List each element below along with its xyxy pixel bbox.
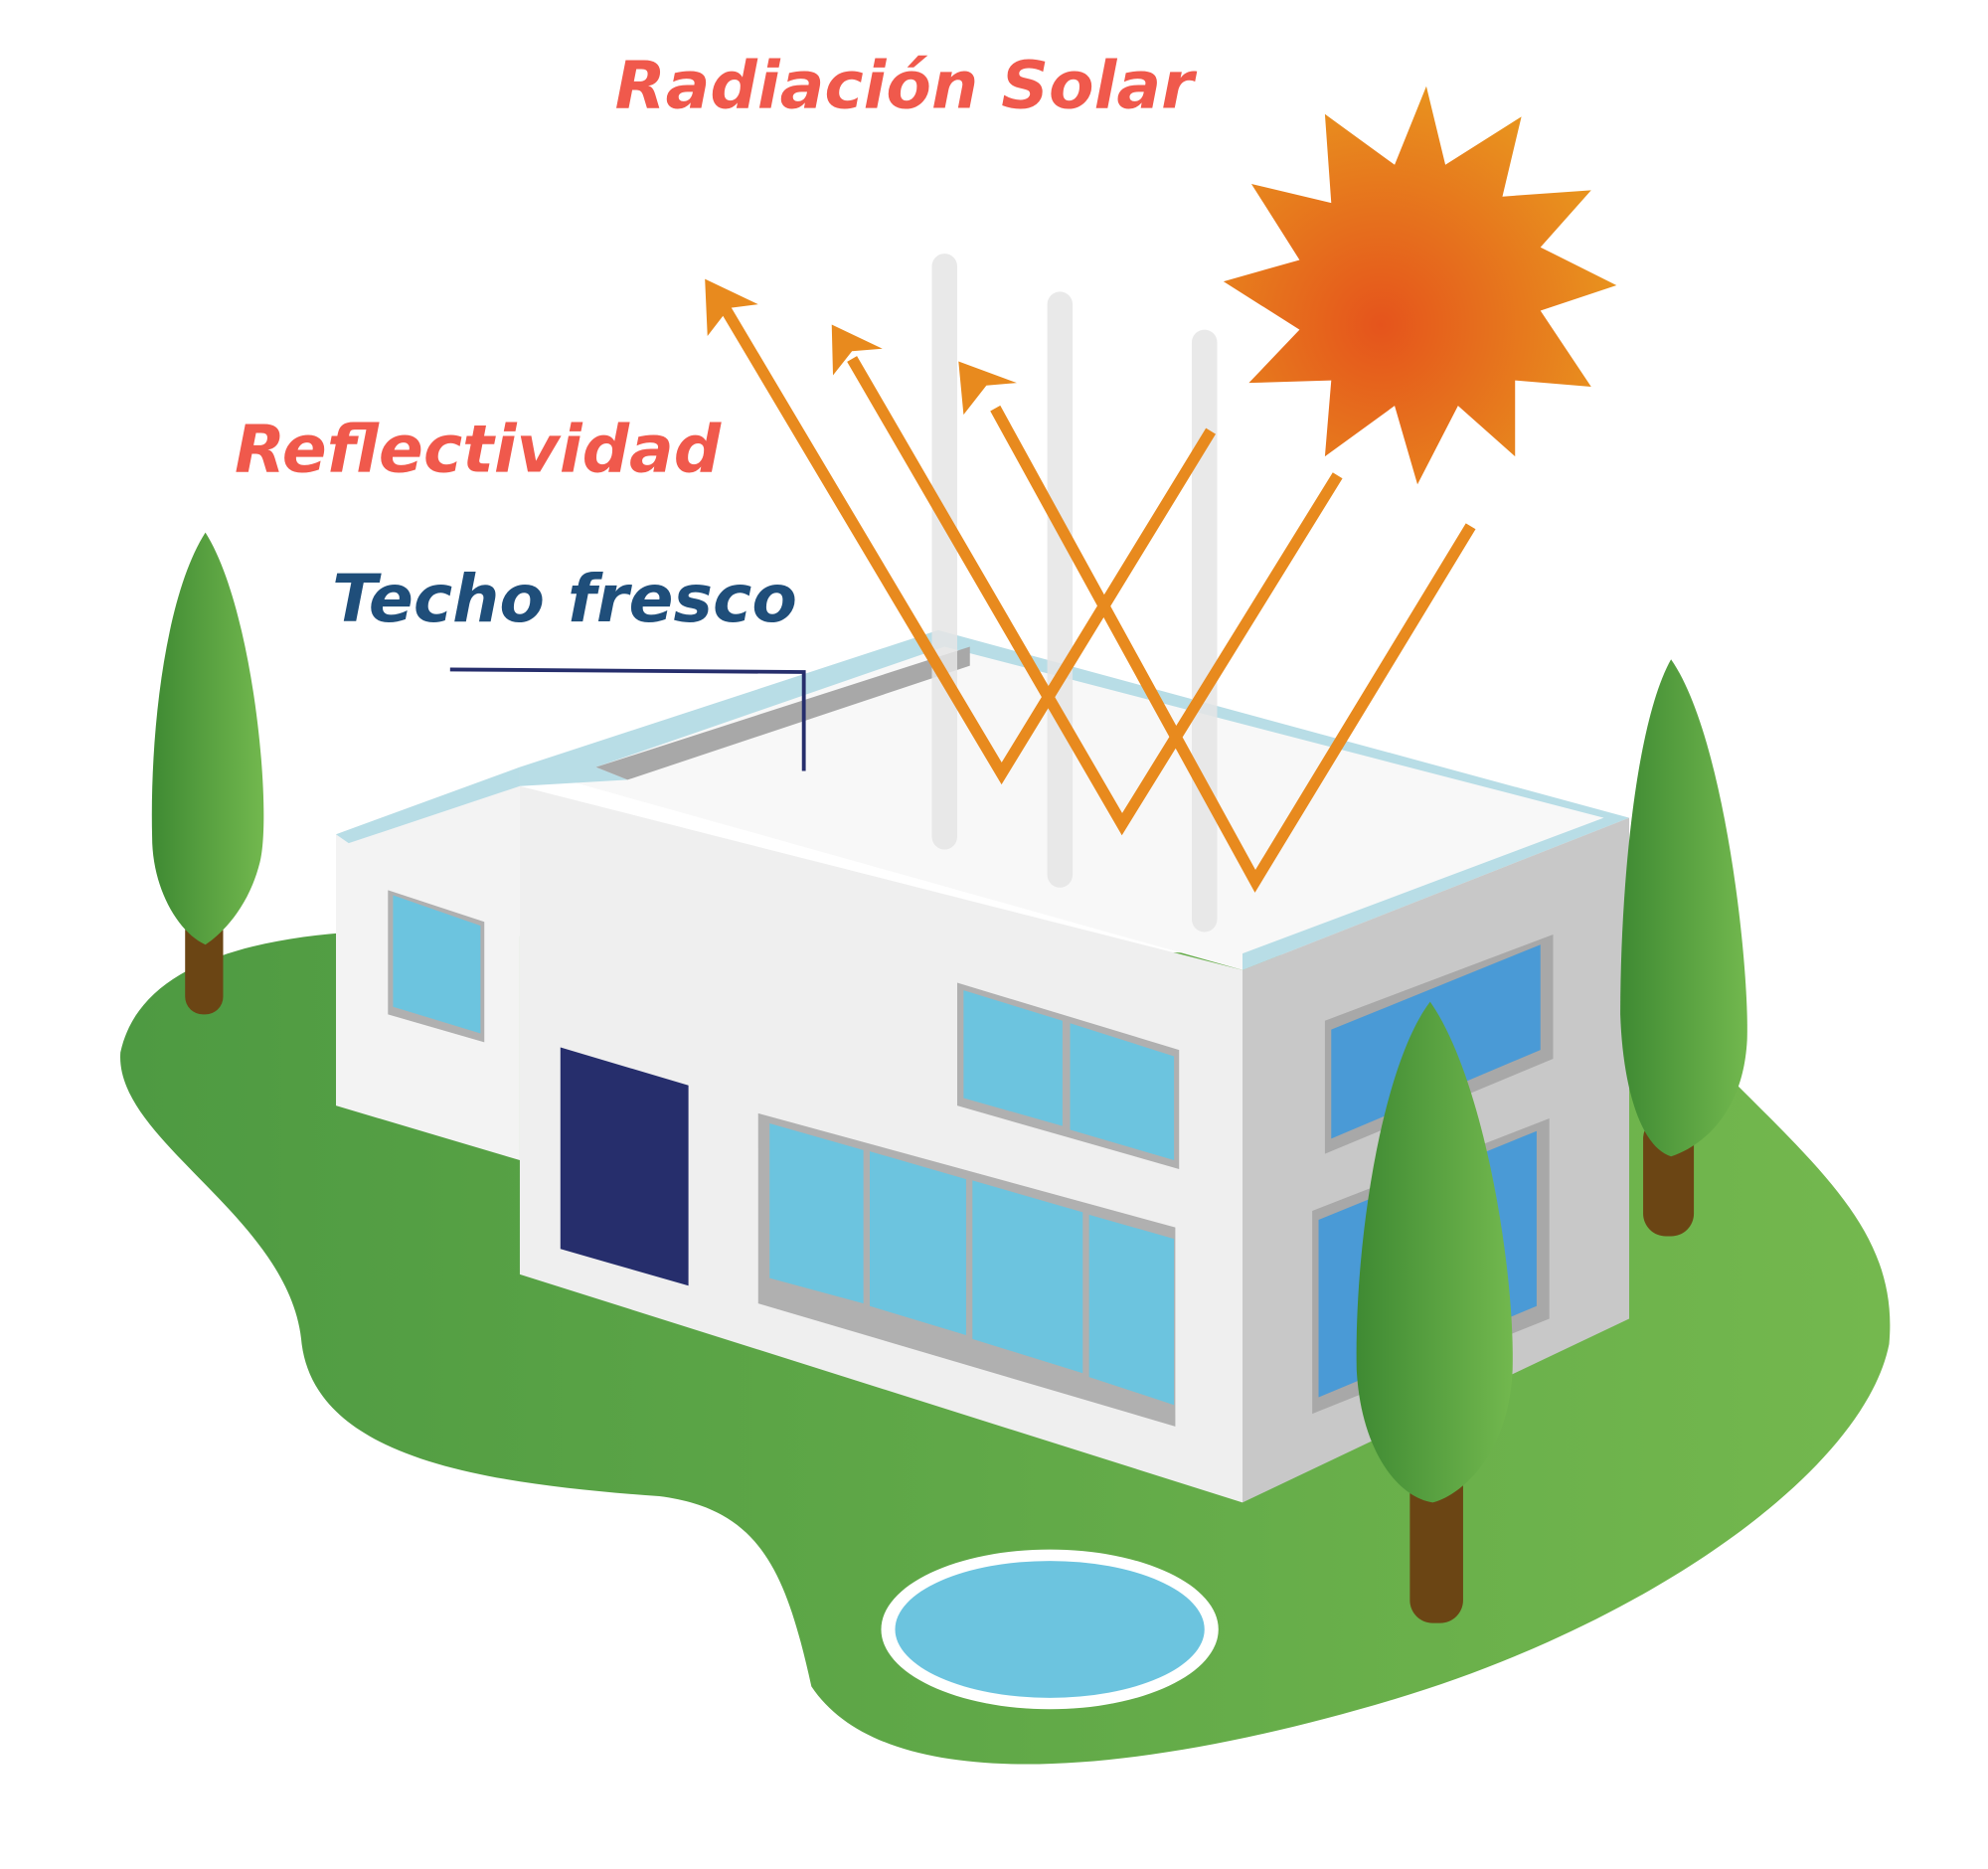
tree-left xyxy=(151,532,264,1015)
tree-front xyxy=(1356,1001,1513,1623)
sun-icon xyxy=(1223,85,1617,485)
door xyxy=(560,1047,689,1286)
building xyxy=(336,629,1630,1503)
cool-roof-pointer-line xyxy=(449,667,806,771)
tree-right xyxy=(1620,659,1747,1237)
cool-roof-label: Techo fresco xyxy=(332,560,797,637)
solar-radiation-label: Radiación Solar xyxy=(615,46,1198,123)
reflectivity-label: Reflectividad xyxy=(235,410,723,487)
reflected-rays xyxy=(718,301,1476,893)
pool-water xyxy=(895,1561,1205,1698)
arrowheads xyxy=(705,278,1017,416)
